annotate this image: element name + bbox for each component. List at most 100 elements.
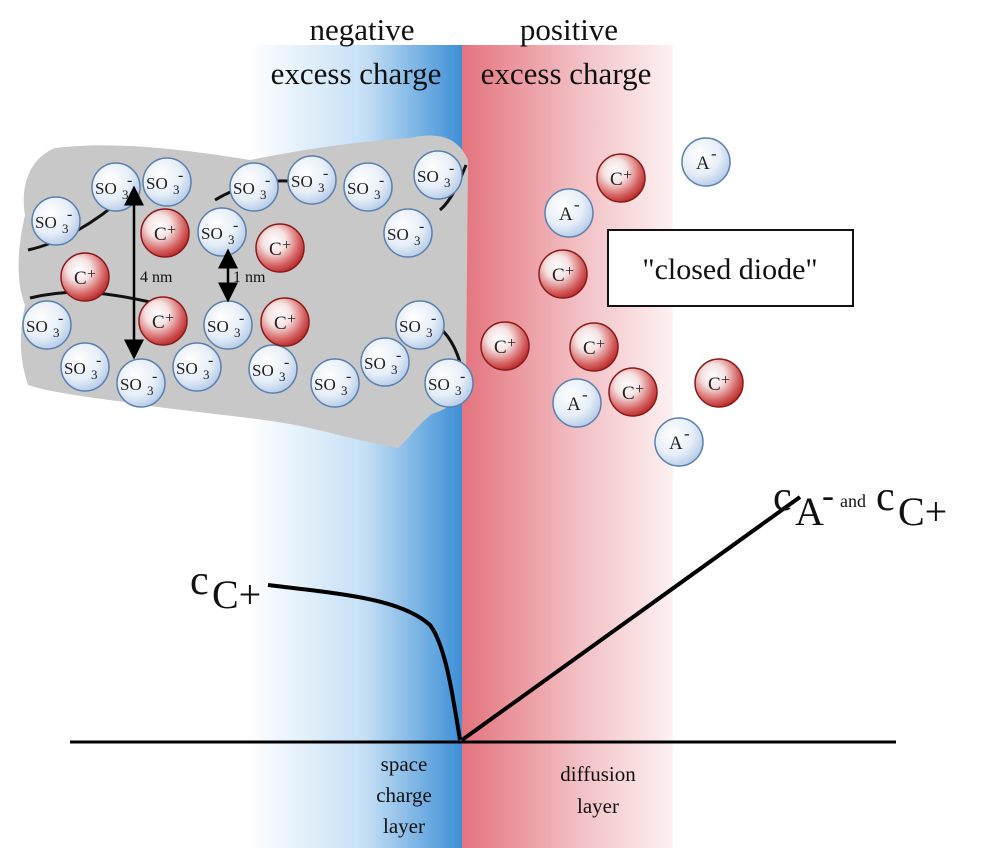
cation-superscript: + (596, 336, 605, 353)
sulfonate-subscript: 3 (62, 221, 69, 236)
sulfonate-superscript: - (58, 310, 63, 327)
anion-superscript: - (574, 195, 580, 214)
sulfonate-subscript: 3 (228, 232, 235, 247)
combined-superscript-1: - (822, 475, 834, 515)
sulfonate-subscript: 3 (234, 325, 241, 340)
dimension-label-1nm: 1 nm (233, 269, 266, 286)
anion-ion: A- (544, 188, 594, 238)
cation-symbol: C (552, 265, 565, 286)
negative-label-line2: excess charge (271, 56, 442, 91)
sulfonate-ion-circle (395, 300, 445, 350)
cation-ion: C+ (260, 297, 310, 347)
sulfonate-symbol: SO (146, 174, 168, 193)
sulfonate-ion-circle (229, 162, 279, 212)
sulfonate-symbol: SO (314, 375, 336, 394)
sulfonate-symbol: SO (26, 317, 48, 336)
cation-superscript: + (287, 311, 296, 328)
sulfonate-superscript: - (323, 165, 328, 182)
cation-superscript: + (167, 222, 176, 239)
cation-ion-circle (596, 153, 646, 203)
cation-symbol: C (154, 224, 167, 245)
cation-superscript: + (165, 310, 174, 327)
cation-subscript: C+ (212, 572, 261, 617)
sulfonate-ion: SO 3- (142, 157, 192, 207)
cation-ion: C+ (569, 322, 619, 372)
sulfonate-superscript: - (178, 167, 183, 184)
anion-ion: A- (552, 378, 602, 428)
space-charge-label-line1: space (381, 752, 428, 776)
cation-symbol: C (583, 338, 596, 359)
cation-ion-circle (480, 321, 530, 371)
negative-label-line1: negative (309, 12, 414, 47)
combined-concentration-curve (460, 495, 802, 742)
sulfonate-ion-circle (310, 358, 360, 408)
combined-subscript-1: A (795, 489, 824, 534)
anion-symbol: A (559, 204, 573, 225)
combined-c-letter-1: c (773, 474, 792, 520)
sulfonate-ion-circle (413, 150, 463, 200)
cation-superscript: + (507, 335, 516, 352)
cation-ion: C+ (694, 358, 744, 408)
sulfonate-superscript: - (284, 354, 289, 371)
cation-ion-circle (694, 358, 744, 408)
cation-ion-circle (538, 249, 588, 299)
sulfonate-ion: SO 3- (413, 150, 463, 200)
anion-ion-circle (544, 188, 594, 238)
sulfonate-superscript: - (127, 172, 132, 189)
anion-superscript: - (582, 385, 588, 404)
diffusion-label-line1: diffusion (560, 762, 636, 786)
space-charge-label-line2: charge (376, 783, 432, 807)
sulfonate-symbol: SO (417, 167, 439, 186)
sulfonate-ion-circle (248, 344, 298, 394)
sulfonate-superscript: - (67, 206, 72, 223)
anion-symbol: A (696, 153, 710, 174)
cation-ion-circle (60, 252, 110, 302)
sulfonate-symbol: SO (176, 359, 198, 378)
sulfonate-symbol: SO (64, 359, 86, 378)
sulfonate-subscript: 3 (341, 383, 348, 398)
sulfonate-subscript: 3 (391, 362, 398, 377)
cation-symbol: C (610, 169, 623, 190)
sulfonate-subscript: 3 (374, 187, 381, 202)
sulfonate-subscript: 3 (414, 233, 421, 248)
sulfonate-superscript: - (431, 310, 436, 327)
cation-ion: C+ (138, 296, 188, 346)
cation-concentration-label: c C+ (190, 558, 261, 617)
diffusion-label-line2: layer (577, 794, 619, 818)
closed-diode-box (607, 229, 854, 307)
cation-superscript: + (87, 266, 96, 283)
sulfonate-subscript: 3 (426, 325, 433, 340)
sulfonate-subscript: 3 (173, 182, 180, 197)
cation-symbol: C (152, 312, 165, 333)
sulfonate-symbol: SO (428, 375, 450, 394)
sulfonate-ion-circle (287, 155, 337, 205)
sulfonate-ion-circle (22, 300, 72, 350)
cation-superscript: + (282, 237, 291, 254)
cation-superscript: + (635, 381, 644, 398)
anion-ion: A- (681, 137, 731, 187)
cation-ion: C+ (538, 249, 588, 299)
closed-diode-label: "closed diode" (642, 253, 817, 286)
sulfonate-symbol: SO (233, 179, 255, 198)
anion-superscript: - (684, 424, 690, 443)
sulfonate-superscript: - (460, 368, 465, 385)
cation-ion-circle (608, 367, 658, 417)
sulfonate-symbol: SO (120, 375, 142, 394)
cation-c-letter: c (190, 558, 209, 604)
cation-ion: C+ (480, 321, 530, 371)
sulfonate-subscript: 3 (444, 175, 451, 190)
sulfonate-superscript: - (449, 160, 454, 177)
anion-ion: A- (654, 417, 704, 467)
sulfonate-symbol: SO (387, 225, 409, 244)
sulfonate-superscript: - (239, 310, 244, 327)
dimension-label-4nm: 4 nm (140, 269, 173, 286)
